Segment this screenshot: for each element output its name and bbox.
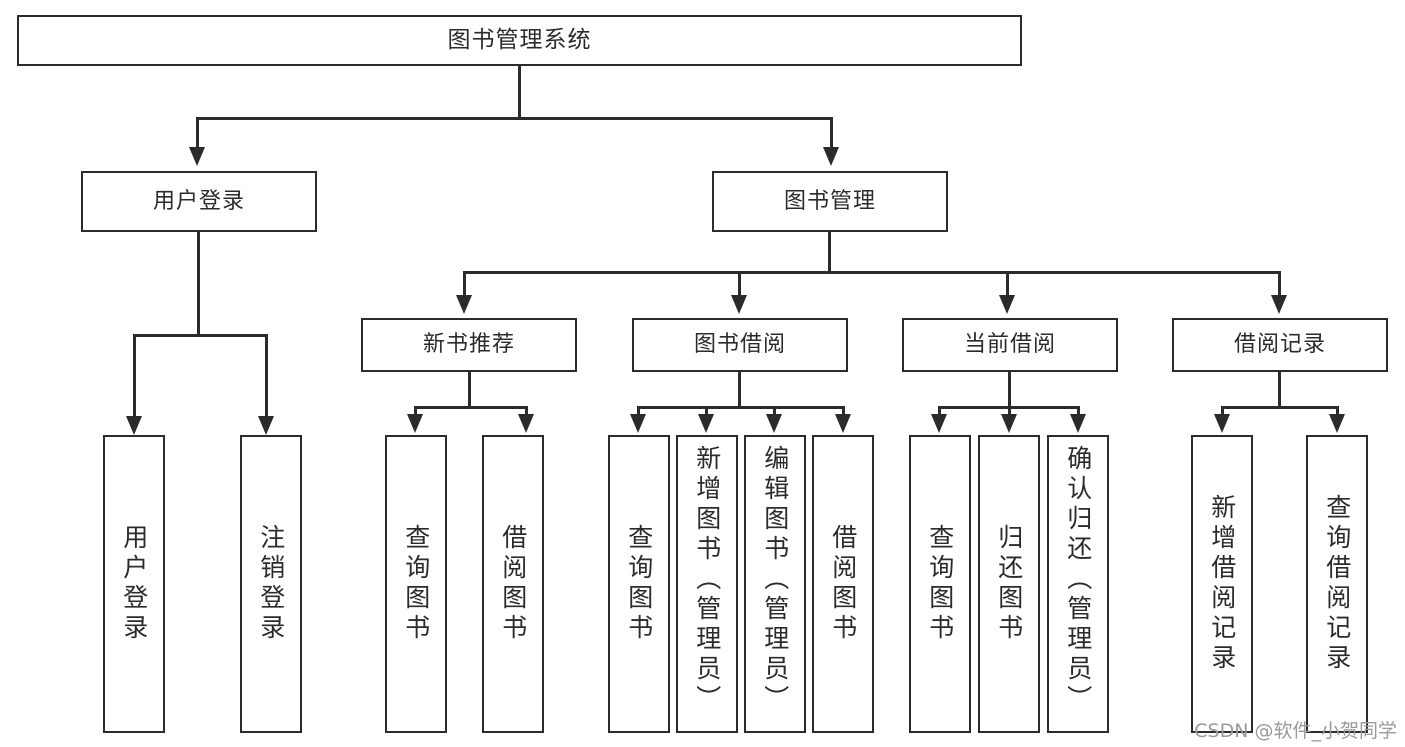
edge-book-mgmt-drop-4: [1278, 271, 1281, 295]
leaf-edit-book-admin[interactable]: 编辑图书（管理员）: [744, 435, 806, 733]
node-label: 借阅图书: [498, 524, 528, 644]
leaf-borrow-query-book[interactable]: 查询图书: [608, 435, 670, 733]
edge-new-book-drop-2: [525, 406, 528, 416]
leaf-user-login[interactable]: 用户登录: [103, 435, 165, 733]
node-label: 新增图书（管理员）: [692, 445, 722, 715]
arrow-borrow-record-leaf-2: [1329, 414, 1345, 433]
leaf-borrow-book[interactable]: 借阅图书: [812, 435, 874, 733]
arrow-book-borrow-leaf-2: [698, 414, 714, 433]
leaf-new-book-query[interactable]: 查询图书: [385, 435, 447, 733]
edge-user-login-bar: [133, 334, 268, 337]
arrow-to-user-login: [189, 147, 205, 166]
edge-current-borrow-stem: [1008, 372, 1011, 408]
arrow-to-current-borrow: [999, 295, 1015, 314]
edge-book-borrow-stem: [738, 372, 741, 408]
edge-book-mgmt-stem: [828, 232, 831, 273]
leaf-query-borrow-record[interactable]: 查询借阅记录: [1306, 435, 1368, 733]
edge-book-mgmt-drop-2: [738, 271, 741, 295]
arrow-current-borrow-leaf-2: [1001, 414, 1017, 433]
arrow-book-borrow-leaf-4: [835, 414, 851, 433]
node-label: 查询图书: [624, 524, 654, 644]
node-current-borrow[interactable]: 当前借阅: [902, 318, 1118, 372]
edge-new-book-drop-1: [414, 406, 417, 416]
arrow-to-borrow-record: [1271, 295, 1287, 314]
node-label: 当前借阅: [963, 332, 1056, 357]
arrow-new-book-leaf-2: [518, 414, 534, 433]
node-label: 编辑图书（管理员）: [760, 445, 790, 715]
arrow-book-borrow-leaf-3: [766, 414, 782, 433]
node-label: 注销登录: [256, 524, 286, 644]
edge-new-book-stem: [468, 372, 471, 408]
leaf-confirm-return-admin[interactable]: 确认归还（管理员）: [1047, 435, 1109, 733]
node-label: 归还图书: [994, 524, 1024, 644]
node-root-system[interactable]: 图书管理系统: [17, 15, 1022, 66]
arrow-to-leaf-user-login: [126, 416, 142, 435]
arrow-book-borrow-leaf-1: [630, 414, 646, 433]
leaf-new-book-borrow[interactable]: 借阅图书: [482, 435, 544, 733]
arrow-to-new-book: [456, 295, 472, 314]
edge-new-book-bar: [414, 406, 528, 409]
arrow-borrow-record-leaf-1: [1214, 414, 1230, 433]
node-user-login[interactable]: 用户登录: [81, 171, 317, 232]
node-label: 图书管理: [783, 188, 876, 214]
edge-user-login-drop-1: [133, 334, 136, 416]
arrow-to-leaf-logout: [258, 416, 274, 435]
leaf-current-query-book[interactable]: 查询图书: [909, 435, 971, 733]
arrow-new-book-leaf-1: [407, 414, 423, 433]
node-label: 借阅图书: [828, 524, 858, 644]
node-borrow-record[interactable]: 借阅记录: [1172, 318, 1388, 372]
node-new-book-recommend[interactable]: 新书推荐: [361, 318, 577, 372]
node-label: 图书借阅: [693, 332, 786, 357]
edge-current-borrow-drop-3: [1077, 406, 1080, 416]
node-label: 图书管理系统: [447, 27, 592, 53]
node-label: 确认归还（管理员）: [1063, 445, 1093, 715]
node-label: 用户登录: [119, 524, 149, 644]
edge-book-borrow-drop-1: [637, 406, 640, 416]
csdn-watermark: CSDN @软件_小贺同学: [1194, 720, 1397, 742]
arrow-to-book-mgmt: [823, 147, 839, 166]
edge-book-borrow-drop-3: [773, 406, 776, 416]
edge-book-mgmt-bar: [463, 271, 1281, 274]
edge-root-to-user-login: [196, 117, 199, 147]
edge-root-to-book-mgmt: [830, 117, 833, 147]
edge-book-borrow-bar: [637, 406, 845, 409]
node-label: 新书推荐: [422, 332, 515, 357]
node-label: 查询图书: [401, 524, 431, 644]
edge-book-borrow-drop-4: [842, 406, 845, 416]
node-book-borrow[interactable]: 图书借阅: [632, 318, 848, 372]
node-label: 借阅记录: [1233, 332, 1326, 357]
edge-book-borrow-drop-2: [705, 406, 708, 416]
edge-borrow-record-bar: [1221, 406, 1339, 409]
edge-root-stem: [518, 66, 521, 117]
edge-user-login-drop-2: [265, 334, 268, 416]
leaf-add-borrow-record[interactable]: 新增借阅记录: [1191, 435, 1253, 733]
node-book-management[interactable]: 图书管理: [712, 171, 948, 232]
edge-current-borrow-drop-1: [938, 406, 941, 416]
arrow-to-book-borrow: [731, 295, 747, 314]
node-label: 新增借阅记录: [1207, 494, 1237, 674]
edge-borrow-record-drop-1: [1221, 406, 1224, 416]
leaf-add-book-admin[interactable]: 新增图书（管理员）: [676, 435, 738, 733]
node-label: 查询借阅记录: [1322, 494, 1352, 674]
edge-borrow-record-drop-2: [1336, 406, 1339, 416]
node-label: 查询图书: [925, 524, 955, 644]
arrow-current-borrow-leaf-1: [931, 414, 947, 433]
leaf-logout[interactable]: 注销登录: [240, 435, 302, 733]
leaf-return-book[interactable]: 归还图书: [978, 435, 1040, 733]
edge-user-login-stem: [197, 232, 200, 336]
arrow-current-borrow-leaf-3: [1070, 414, 1086, 433]
edge-borrow-record-stem: [1278, 372, 1281, 408]
edge-book-mgmt-drop-1: [463, 271, 466, 295]
node-label: 用户登录: [152, 188, 245, 214]
edge-current-borrow-drop-2: [1008, 406, 1011, 416]
edge-book-mgmt-drop-3: [1006, 271, 1009, 295]
edge-root-bar: [196, 117, 833, 120]
